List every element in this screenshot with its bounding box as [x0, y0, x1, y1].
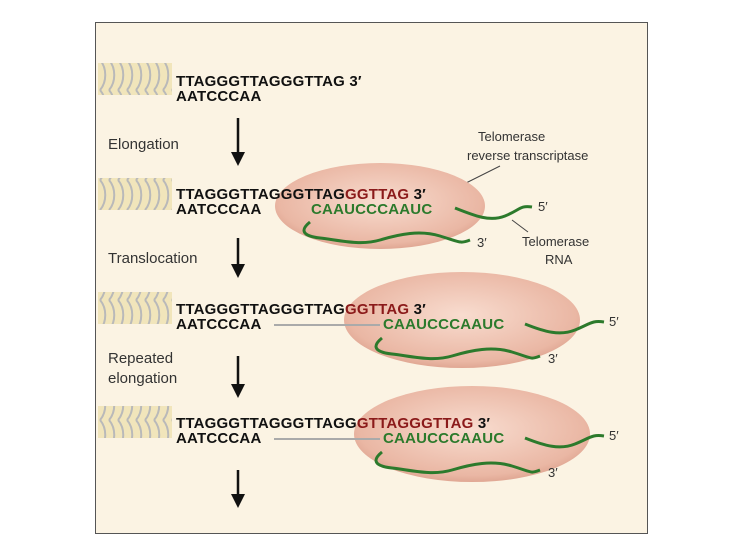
- chromosome-coil-pattern: [98, 63, 172, 95]
- step-repeated-elongation: elongation: [108, 370, 177, 387]
- three-prime-end-label: 3′: [345, 73, 362, 90]
- telomerase-rna-strand: [302, 205, 533, 245]
- rna-three-prime: 3′: [477, 235, 487, 250]
- svg-text:TTAGGGTTAGGGTTAGGGTTAGGGTTAG 3: TTAGGGTTAGGGTTAGGGTTAGGGTTAG 3′: [176, 415, 490, 432]
- row-4: TTAGGGTTAGGGTTAGGGTTAGGGTTAG 3′ AATCCCAA…: [98, 386, 619, 482]
- row-2: TTAGGGTTAGGGTTAGGGTTAG 3′ AATCCCAA CAAUC…: [98, 163, 589, 267]
- rna-template: CAAUCCCAAUC: [311, 201, 432, 218]
- enzyme-label-line1: Telomerase: [478, 129, 545, 144]
- svg-text:TTAGGGTTAGGGTTAGGGTTAG 3′: TTAGGGTTAGGGTTAGGGTTAG 3′: [176, 301, 426, 318]
- telomerase-rna-strand: [374, 320, 605, 361]
- new-dna-repeat: GTTAGGGTTAG: [357, 415, 474, 432]
- rna-three-prime: 3′: [548, 465, 558, 480]
- rna-five-prime: 5′: [538, 199, 548, 214]
- telomerase-rna-strand: [374, 434, 605, 475]
- dna-top-strand: TTAGGGTTAGGGTTAG: [176, 73, 345, 90]
- enzyme-label-line2: reverse transcriptase: [467, 148, 588, 163]
- rna-three-prime: 3′: [548, 351, 558, 366]
- dna-bottom-strand: AATCCCAA: [176, 201, 261, 218]
- svg-text:TTAGGGTTAGGGTTAG 3′: TTAGGGTTAGGGTTAG 3′: [176, 73, 362, 90]
- dna-bottom-strand: AATCCCAA: [176, 430, 261, 447]
- step-repeated: Repeated: [108, 350, 173, 367]
- new-dna-repeat: GGTTAG: [345, 186, 409, 203]
- svg-text:TTAGGGTTAGGGTTAGGGTTAG 3′: TTAGGGTTAGGGTTAGGGTTAG 3′: [176, 186, 426, 203]
- new-dna-repeat: GGTTAG: [345, 301, 409, 318]
- dna-top-strand: TTAGGGTTAGGGTTAGG: [176, 415, 357, 432]
- rna-five-prime: 5′: [609, 428, 619, 443]
- rna-template: CAAUCCCAAUC: [383, 316, 504, 333]
- rna-five-prime: 5′: [609, 314, 619, 329]
- dna-bottom-strand: AATCCCAA: [176, 316, 261, 333]
- dna-top-strand: TTAGGGTTAGGGTTAG: [176, 186, 345, 203]
- telomerase-enzyme: [354, 386, 590, 482]
- rna-template: CAAUCCCAAUC: [383, 430, 504, 447]
- rna-label-line2: RNA: [545, 252, 573, 267]
- step-elongation: Elongation: [108, 136, 179, 153]
- row-3: TTAGGGTTAGGGTTAGGGTTAG 3′ AATCCCAA CAAUC…: [98, 272, 619, 368]
- telomerase-enzyme: [344, 272, 580, 368]
- step-translocation: Translocation: [108, 250, 198, 267]
- rna-label-line1: Telomerase: [522, 234, 589, 249]
- telomerase-enzyme: [275, 163, 485, 249]
- dna-top-strand: TTAGGGTTAGGGTTAG: [176, 301, 345, 318]
- row-1: TTAGGGTTAGGGTTAG 3′ AATCCCAA: [98, 63, 362, 105]
- dna-bottom-strand: AATCCCAA: [176, 88, 261, 105]
